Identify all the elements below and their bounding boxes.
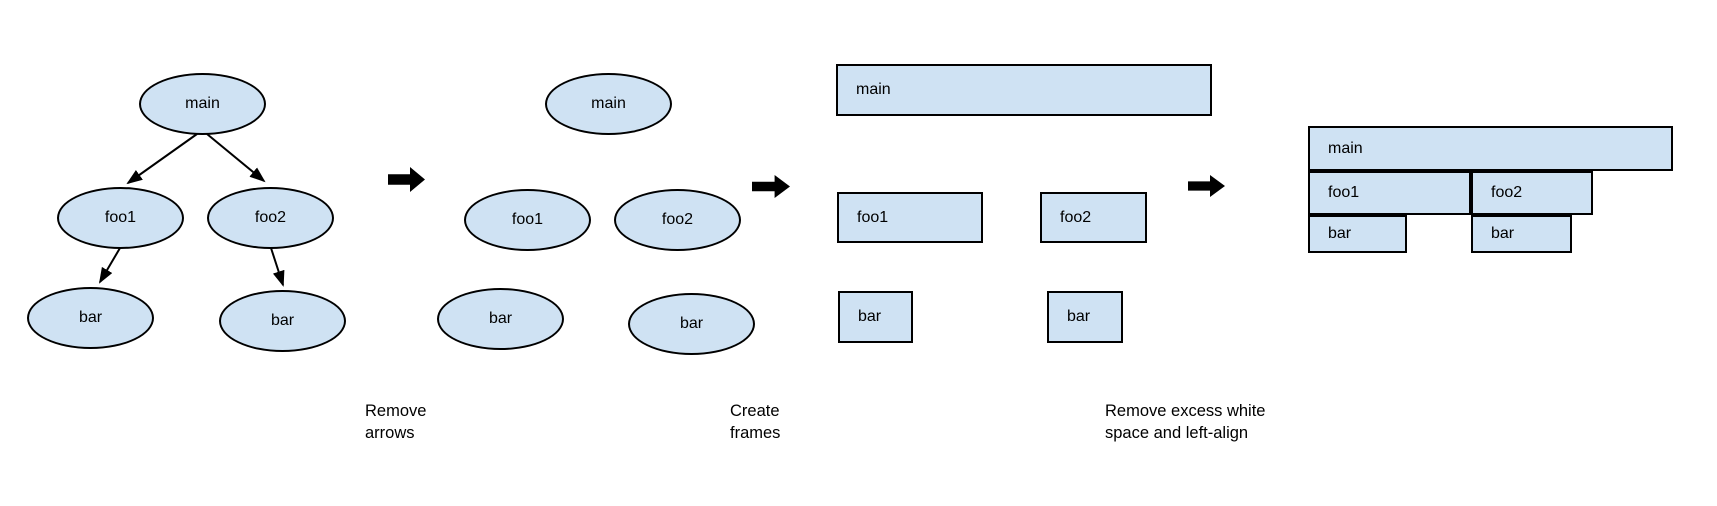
node-label: bar	[1328, 225, 1352, 242]
node-label: bar	[488, 310, 513, 327]
node-label: foo2	[1491, 184, 1523, 201]
node-bar: bar	[1471, 215, 1572, 253]
node-label: bar	[1491, 225, 1515, 242]
node-foo1: foo1	[837, 192, 983, 243]
node-bar: bar	[27, 287, 154, 349]
right-arrow-icon	[388, 167, 425, 192]
node-foo1: foo1	[1308, 171, 1471, 215]
edge-arrow-icon	[206, 133, 266, 183]
node-label: foo1	[1328, 184, 1360, 201]
transition-caption-create-frames: Create frames	[730, 402, 781, 442]
node-main: main	[545, 73, 672, 135]
right-arrow-icon	[1188, 175, 1225, 197]
node-label: bar	[1067, 308, 1091, 325]
node-bar: bar	[219, 290, 346, 352]
transition-caption-remove-arrows: Remove arrows	[365, 402, 427, 442]
node-bar: bar	[437, 288, 564, 350]
node-foo2: foo2	[1040, 192, 1147, 243]
node-bar: bar	[838, 291, 913, 343]
node-label: main	[185, 95, 220, 112]
edge-arrow-icon	[270, 247, 285, 287]
node-label: bar	[270, 312, 295, 329]
node-main: main	[1308, 126, 1673, 171]
node-foo2: foo2	[207, 187, 334, 249]
transition-caption-left-align: Remove excess white space and left-align	[1105, 402, 1266, 442]
edge-arrow-icon	[98, 247, 121, 284]
node-bar: bar	[1047, 291, 1123, 343]
node-label: bar	[679, 315, 704, 332]
node-main: main	[139, 73, 266, 135]
node-foo1: foo1	[57, 187, 184, 249]
node-label: foo1	[104, 209, 137, 226]
node-label: foo2	[661, 211, 694, 228]
node-bar: bar	[628, 293, 755, 355]
node-label: foo2	[1060, 208, 1092, 226]
node-label: main	[1328, 139, 1363, 157]
node-label: foo1	[857, 208, 889, 226]
node-label: foo1	[511, 211, 544, 228]
edge-arrow-icon	[126, 133, 198, 185]
node-foo1: foo1	[464, 189, 591, 251]
right-arrow-icon	[752, 175, 790, 198]
node-label: main	[591, 95, 626, 112]
node-label: main	[856, 81, 891, 98]
node-label: bar	[78, 309, 103, 326]
node-main: main	[836, 64, 1212, 116]
node-bar: bar	[1308, 215, 1407, 253]
node-foo2: foo2	[1471, 171, 1593, 215]
node-label: foo2	[254, 209, 287, 226]
node-foo2: foo2	[614, 189, 741, 251]
node-label: bar	[858, 308, 882, 325]
